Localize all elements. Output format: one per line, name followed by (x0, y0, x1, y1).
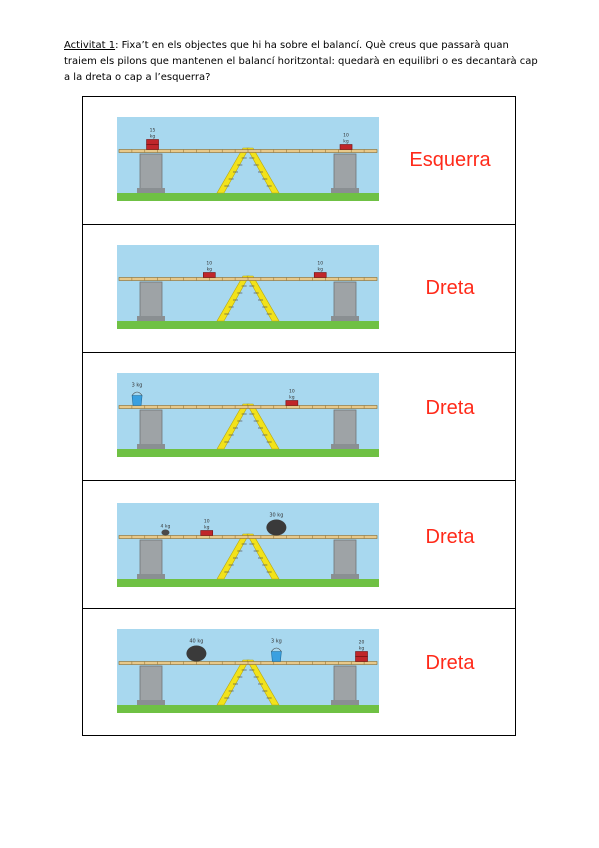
instructions-text: : Fixa’t en els objectes que hi ha sobre… (64, 40, 538, 83)
grass-ground (117, 193, 379, 201)
weight-label: kg (343, 139, 349, 145)
weight-block (146, 139, 159, 145)
weight-label: 15 (150, 128, 156, 134)
answer-label: Dreta (425, 652, 475, 674)
pillar-base (137, 700, 165, 705)
pillar-base (331, 700, 359, 705)
pillar (139, 281, 163, 319)
pillar-base (331, 574, 359, 579)
pillar-base (137, 316, 165, 321)
pillar (139, 409, 163, 447)
grass-ground (117, 321, 379, 329)
answer-label: Dreta (425, 526, 475, 548)
pillar (139, 539, 163, 577)
weight-label: kg (359, 646, 365, 652)
grass-ground (117, 579, 379, 587)
rock (186, 645, 207, 662)
pillar-base (137, 188, 165, 193)
weight-block (285, 400, 299, 406)
ladder-leg (246, 147, 280, 194)
weight-label: 10 (343, 133, 349, 139)
instructions: Activitat 1: Fixa’t en els objectes que … (64, 38, 542, 86)
bucket-handle (271, 647, 282, 652)
pillar-base (137, 444, 165, 449)
weight-block (146, 144, 159, 150)
weight-label: 10 (317, 261, 323, 267)
pillar (333, 409, 357, 447)
pillar-base (137, 574, 165, 579)
ladder (216, 659, 280, 706)
answer-label: Dreta (425, 397, 475, 419)
answer-label: Esquerra (409, 149, 491, 171)
grass-ground (117, 449, 379, 457)
pillar (333, 281, 357, 319)
ladder-leg (246, 275, 280, 322)
pillar-base (331, 188, 359, 193)
pillar (139, 153, 163, 191)
ladder-leg (246, 403, 280, 450)
weight-block (355, 651, 368, 657)
pillar-base (331, 316, 359, 321)
weight-label: 10 (204, 519, 210, 525)
weight-block (313, 272, 327, 278)
weight-label: kg (318, 267, 324, 273)
pillar (333, 665, 357, 703)
rock-label: 40 kg (189, 639, 203, 645)
pillar-base (331, 444, 359, 449)
pillar (333, 539, 357, 577)
ladder (216, 403, 280, 450)
rock-label: 30 kg (269, 513, 283, 519)
ladder (216, 147, 280, 194)
bucket-label: 3 kg (132, 383, 143, 389)
grass-ground (117, 705, 379, 713)
ladder-leg (246, 659, 280, 706)
ladder (216, 533, 280, 580)
weight-label: kg (150, 134, 156, 140)
pillar (333, 153, 357, 191)
weight-block (339, 144, 353, 150)
rock-label: 4 kg (161, 524, 171, 530)
rock (161, 529, 170, 536)
weight-label: 20 (359, 640, 365, 646)
weight-label: kg (204, 525, 210, 531)
bucket (271, 651, 282, 662)
weight-label: kg (207, 267, 213, 273)
weight-label: kg (289, 395, 295, 401)
weight-label: 10 (289, 389, 295, 395)
pillar (139, 665, 163, 703)
rock (266, 519, 287, 536)
weight-block (200, 530, 214, 536)
answer-label: Dreta (425, 277, 475, 299)
weight-label: 10 (206, 261, 212, 267)
ladder-leg (246, 533, 280, 580)
bucket-handle (131, 391, 143, 396)
ladder (216, 275, 280, 322)
bucket (131, 395, 143, 406)
weight-block (355, 656, 368, 662)
bucket-label: 3 kg (271, 639, 282, 645)
weight-block (203, 272, 216, 278)
activity-label: Activitat 1 (64, 40, 116, 51)
